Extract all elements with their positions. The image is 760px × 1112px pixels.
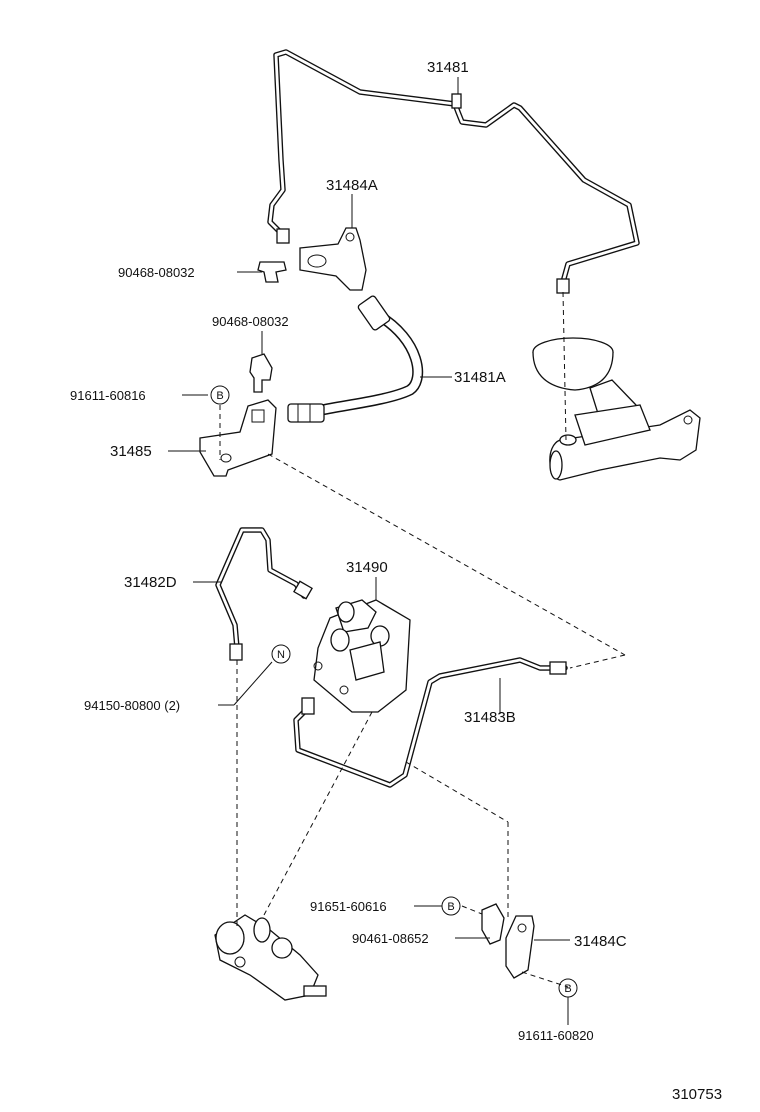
label-31481: 31481 [427,59,469,76]
ref-circle-b1: B [210,385,230,405]
label-90461: 90461-08652 [352,931,429,946]
hose-fitting-upper [357,295,391,331]
valve-31490 [313,599,411,713]
label-31482d: 31482D [124,574,177,591]
push-rod [303,985,327,997]
hose-fitting-lower [287,403,325,423]
ref-circle-b2: B [441,896,461,916]
ref-b2-text: B [447,901,454,913]
clip-90468-lower [249,353,273,393]
ref-b1-text: B [216,390,223,402]
flare-nut-31482d-lower [229,643,243,661]
flare-nut-upper [276,228,290,244]
bracket-31485 [199,399,277,477]
catalog-number: 310753 [672,1086,722,1103]
bracket-31484a [299,227,367,291]
pipe-31482d [215,527,313,661]
ref-b3-text: B [564,983,571,995]
label-31490: 31490 [346,559,388,576]
label-31483b: 31483B [464,709,516,726]
pipe-31481 [267,49,640,294]
assembly-lines [219,291,626,988]
pipe-31483b [293,657,568,788]
label-91611-60820: 91611-60820 [518,1028,594,1043]
pipe-clamp [451,93,462,109]
hose-31481a [287,295,424,423]
label-31484c: 31484C [574,933,627,950]
label-90468-upper: 90468-08032 [118,265,195,280]
clutch-master-cylinder [532,337,701,481]
ref-circle-b3: B [558,978,578,998]
ref-circle-n1: N [271,644,291,664]
label-91611-60816: 91611-60816 [70,388,146,403]
label-31485: 31485 [110,443,152,460]
clip-90468-upper [257,261,287,283]
leader-lines [168,77,570,1025]
label-91651: 91651-60616 [310,899,387,914]
flare-nut-31483b-left [301,697,315,715]
flare-nut-31483b-right [549,661,567,675]
label-90468-lower: 90468-08032 [212,314,289,329]
flare-nut-master [556,278,570,294]
release-cylinder [214,914,327,1001]
clamp-90461 [481,903,505,945]
label-31481a: 31481A [454,369,506,386]
label-94150: 94150-80800 (2) [84,698,180,713]
label-31484a: 31484A [326,177,378,194]
ref-n1-text: N [277,649,285,661]
bracket-31484c [505,915,535,979]
flare-nut-31482d-upper [293,580,313,600]
